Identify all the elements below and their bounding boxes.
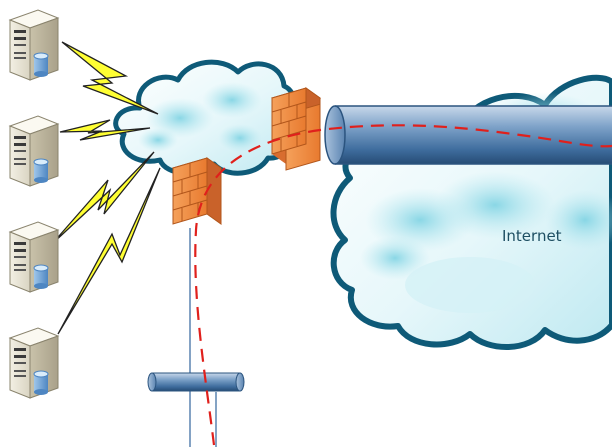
database-icon (33, 264, 49, 289)
server-3 (8, 221, 60, 293)
dashed-path (194, 124, 612, 446)
internet-label: Internet (502, 227, 562, 245)
local-pipe (147, 372, 245, 392)
wireless-link-3 (51, 151, 155, 245)
wired-link (189, 228, 217, 447)
server-4 (8, 327, 60, 399)
firewall-bottom (171, 157, 223, 225)
wireless-link-1 (61, 41, 159, 115)
local-cloud (113, 59, 297, 176)
firewall-top (270, 87, 322, 171)
database-icon (33, 370, 49, 395)
database-icon (33, 158, 49, 183)
wireless-link-4 (57, 167, 161, 335)
database-icon (33, 52, 49, 77)
server-1 (8, 9, 60, 81)
tunnel-pipe (324, 105, 612, 165)
server-2 (8, 115, 60, 187)
wireless-link-2 (59, 119, 151, 141)
wireless-links (51, 41, 161, 335)
